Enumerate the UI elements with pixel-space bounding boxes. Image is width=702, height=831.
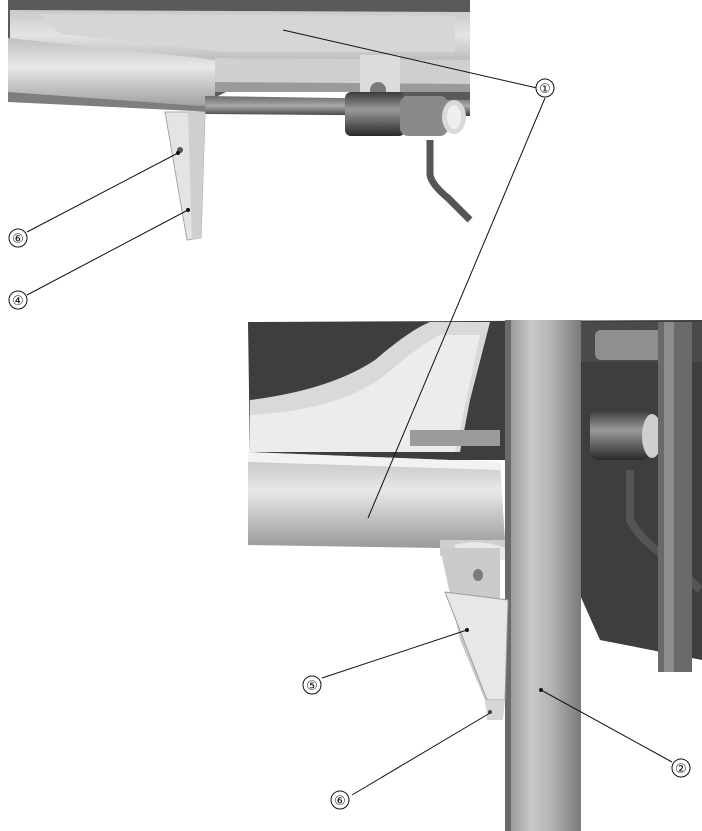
bottom-photo [248, 320, 702, 831]
leader-1-top [282, 29, 538, 89]
top-photo [8, 0, 473, 241]
leader-5 [321, 629, 468, 679]
svg-text:⑥: ⑥ [12, 232, 24, 247]
leader-1-bottom [367, 97, 546, 519]
svg-text:⑤: ⑤ [306, 679, 318, 694]
svg-text:⑥: ⑥ [334, 794, 346, 809]
svg-text:②: ② [675, 762, 687, 777]
callouts [26, 29, 673, 796]
callout-6-bottom: ⑥ [330, 790, 350, 810]
svg-text:④: ④ [12, 294, 24, 309]
callout-5: ⑤ [302, 675, 322, 695]
callout-4: ④ [8, 290, 28, 310]
leader-2 [540, 689, 673, 763]
callout-6-top: ⑥ [8, 228, 28, 248]
svg-text:①: ① [539, 82, 551, 97]
leader-4 [26, 209, 189, 296]
callout-1: ① [535, 78, 555, 98]
leader-6-bottom [351, 712, 491, 796]
callout-2: ② [671, 758, 691, 778]
leader-6-top [26, 152, 179, 233]
